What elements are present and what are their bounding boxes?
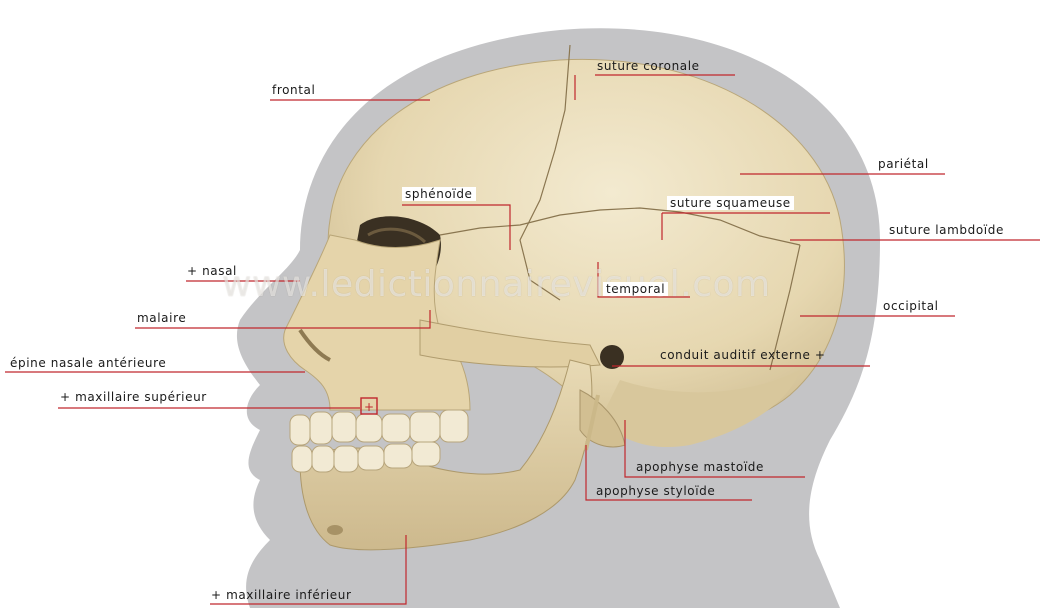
label-epine-nasale: épine nasale antérieure (10, 356, 166, 370)
label-nasal: + nasal (187, 264, 237, 278)
label-occipital: occipital (883, 299, 939, 313)
label-sphenoide: sphénoïde (402, 187, 476, 201)
label-maxillaire-inferieur: + maxillaire inférieur (211, 588, 352, 602)
label-suture-lambdoide: suture lambdoïde (889, 223, 1004, 237)
label-maxillaire-superieur: + maxillaire supérieur (60, 390, 207, 404)
label-frontal: frontal (272, 83, 315, 97)
label-apophyse-styloide: apophyse styloïde (596, 484, 715, 498)
label-conduit-auditif: conduit auditif externe + (660, 348, 826, 362)
label-suture-coronale: suture coronale (597, 59, 700, 73)
watermark: www.ledictionnairevisuel.com (222, 264, 771, 305)
label-parietal: pariétal (878, 157, 929, 171)
label-malaire: malaire (137, 311, 186, 325)
label-apophyse-mastoide: apophyse mastoïde (636, 460, 764, 474)
label-suture-squameuse: suture squameuse (667, 196, 794, 210)
label-temporal: temporal (603, 282, 668, 296)
svg-text:+: + (364, 400, 374, 414)
